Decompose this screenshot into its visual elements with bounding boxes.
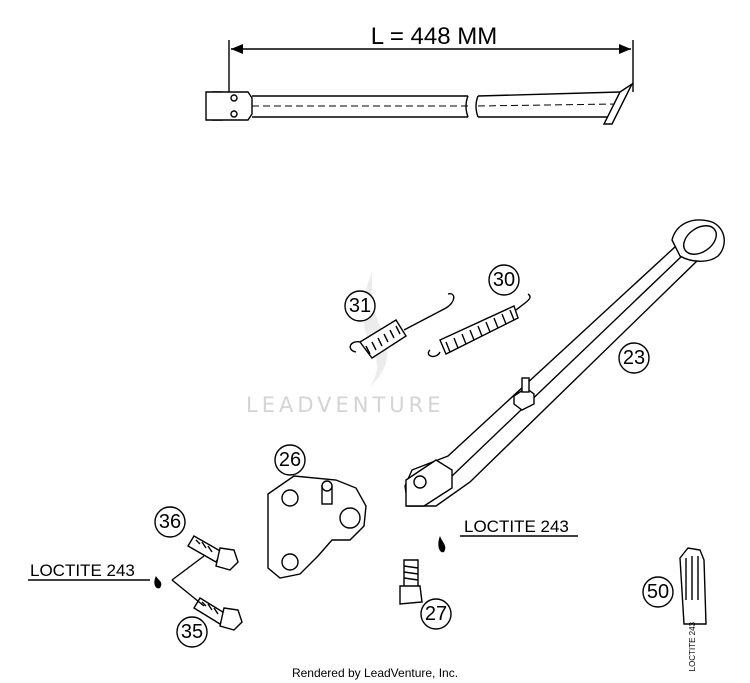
callout-35-label: 35 [181, 621, 203, 643]
callout-27: 27 [420, 598, 452, 630]
callout-26-label: 26 [279, 449, 301, 471]
callout-36: 36 [154, 506, 186, 538]
watermark-text: LEADVENTURE [246, 393, 445, 417]
callout-31-label: 31 [349, 295, 371, 317]
dimension-drawing: L = 448 MM [205, 23, 634, 125]
callout-30-label: 30 [493, 269, 515, 291]
long-spring-part [427, 293, 531, 358]
loctite-left-label: LOCTITE 243 [30, 561, 135, 580]
loctite-right-label: LOCTITE 243 [464, 517, 569, 536]
watermark: LEADVENTURE [246, 272, 445, 417]
callout-30: 30 [488, 264, 520, 296]
short-spring-part [349, 293, 455, 359]
bolt-36-part [187, 535, 239, 571]
footer-credit: Rendered by LeadVenture, Inc. [292, 666, 458, 680]
callout-26: 26 [274, 444, 306, 476]
callout-23: 23 [618, 342, 650, 374]
loctite-left-group: LOCTITE 243 [28, 555, 205, 607]
pin-27-part [399, 559, 423, 605]
dimension-label: L = 448 MM [371, 23, 498, 50]
loctite-right-group: LOCTITE 243 [438, 517, 578, 553]
tube-label: LOCTITE 243 [688, 621, 697, 671]
callout-31: 31 [344, 290, 376, 322]
callout-36-label: 36 [159, 511, 181, 533]
callout-50-label: 50 [647, 581, 669, 603]
loctite-tube-part: LOCTITE 243 [679, 547, 707, 671]
callout-27-label: 27 [425, 603, 447, 625]
callout-35: 35 [176, 616, 208, 648]
callout-23-label: 23 [623, 347, 645, 369]
callout-50: 50 [642, 576, 674, 608]
side-stand-part [404, 219, 725, 507]
bracket-part [267, 475, 367, 579]
